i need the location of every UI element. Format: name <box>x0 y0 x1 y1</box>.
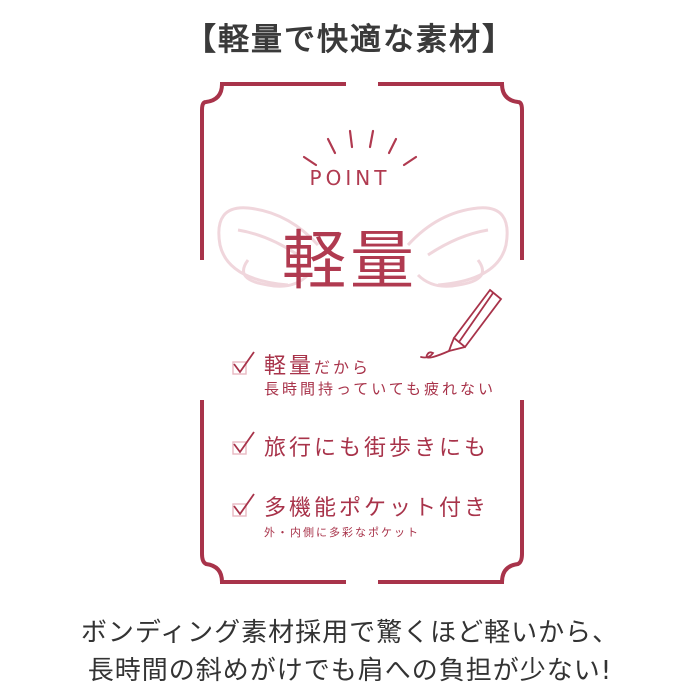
point-label: POINT <box>309 166 391 190</box>
wings-icon <box>217 206 509 288</box>
page-title: 【軽量で快適な素材】 <box>185 22 515 58</box>
pencil-icon <box>420 288 503 359</box>
footer-line-1: ボンディング素材採用で驚くほど軽いから、 <box>80 618 620 648</box>
feature-sub: 長時間持っていても疲れない <box>264 380 497 398</box>
checkbox-checked-icon <box>232 351 255 375</box>
checkbox-checked-icon <box>232 431 255 455</box>
feature-sub: 外・内側に多彩なポケット <box>264 526 420 539</box>
feature-main: 多機能ポケット付き <box>264 496 490 521</box>
feature-main: 旅行にも街歩きにも <box>264 436 490 461</box>
feature-main: 軽量 <box>264 354 315 379</box>
headline: 軽量 <box>282 225 418 299</box>
checkbox-checked-icon <box>232 493 255 517</box>
sunburst-icon <box>302 129 418 167</box>
decorative-frame <box>200 82 524 584</box>
footer-line-2: 長時間の斜めがけでも肩への負担が少ない! <box>87 656 613 686</box>
feature-main-suffix: だから <box>314 358 372 377</box>
